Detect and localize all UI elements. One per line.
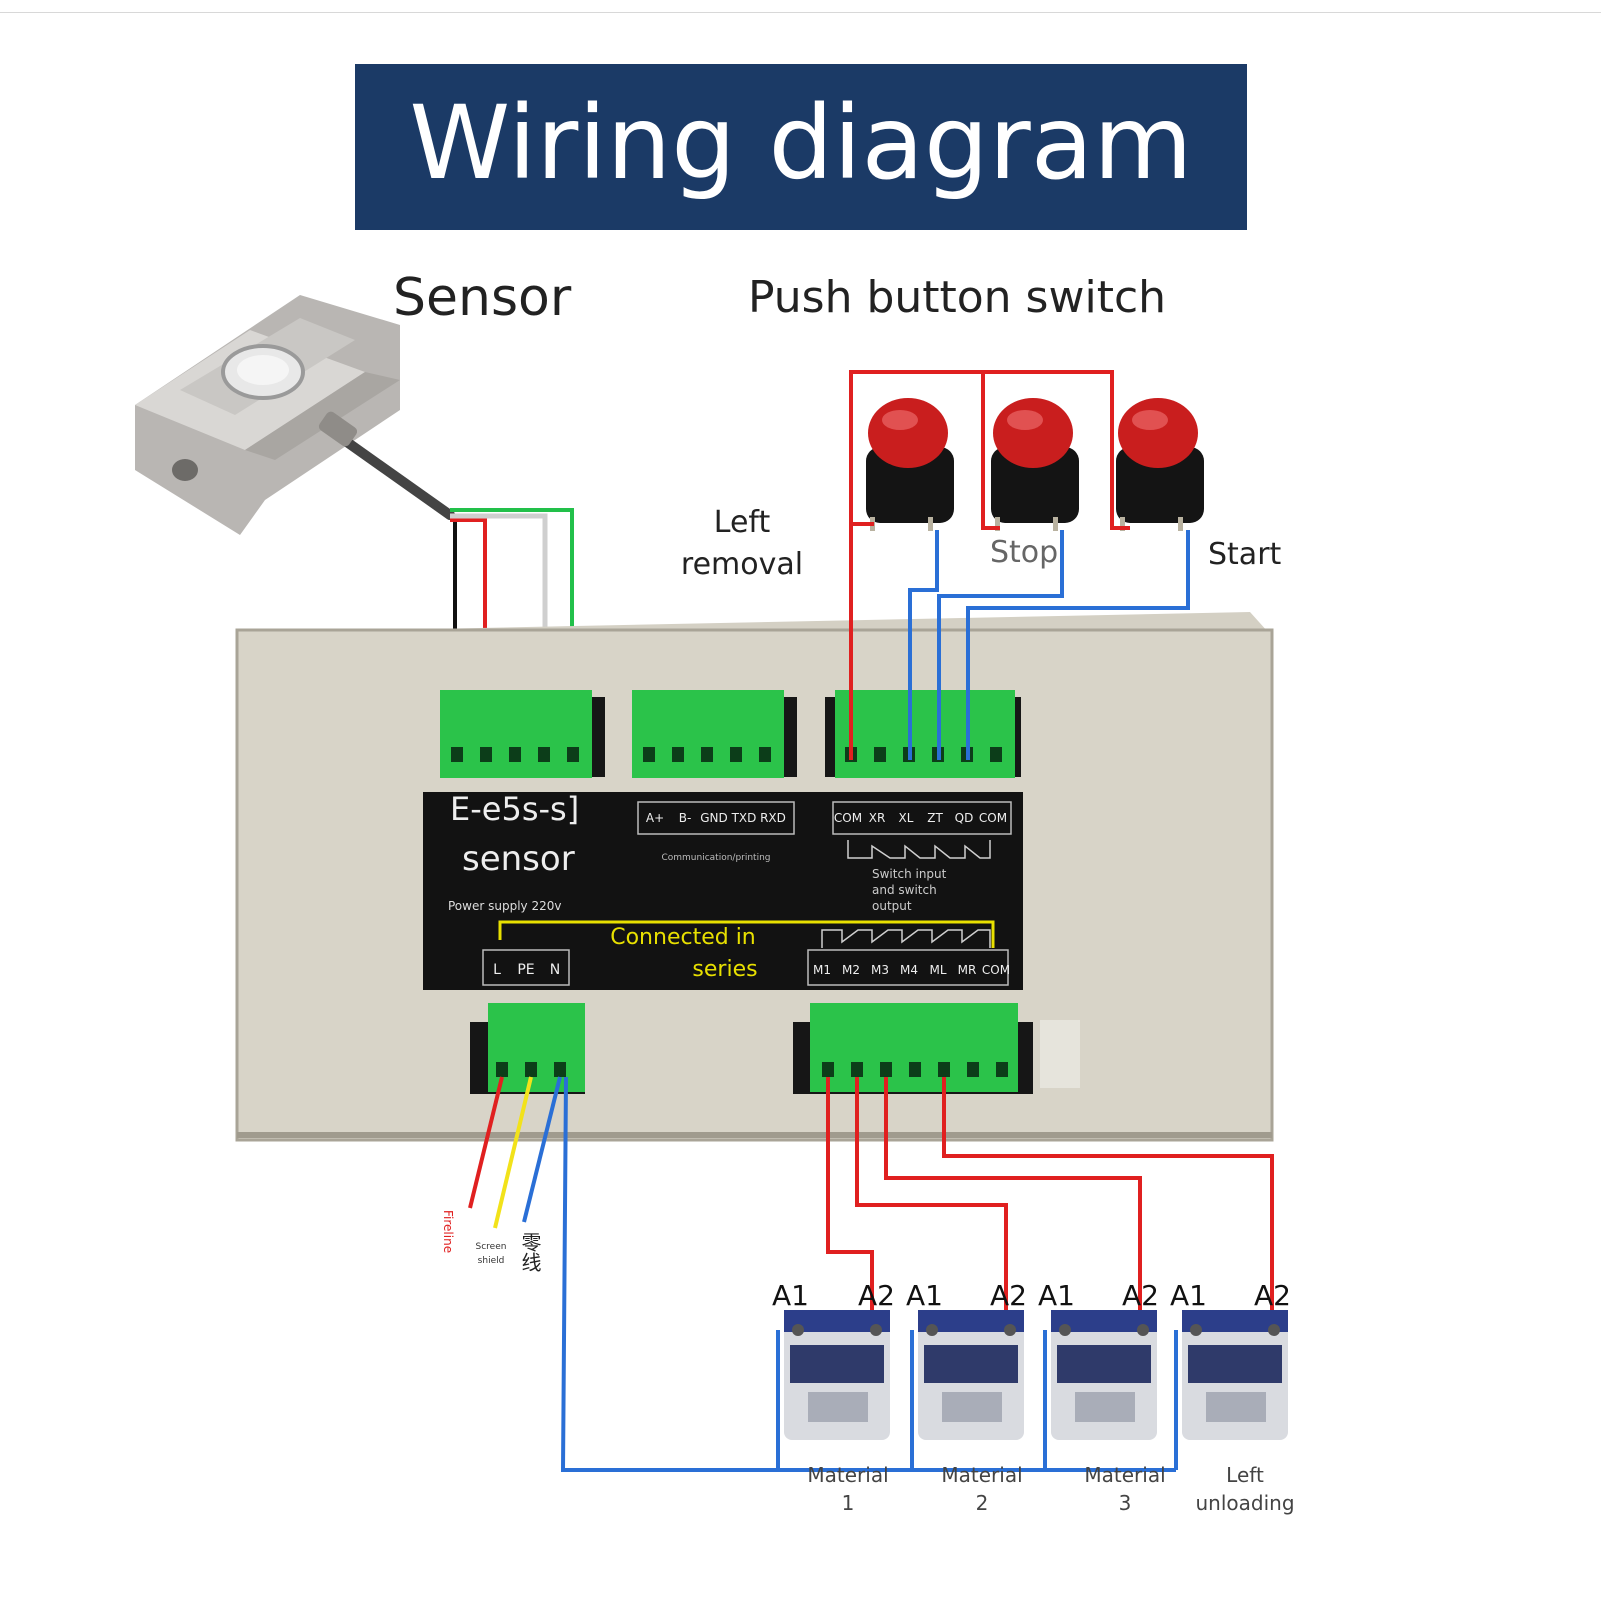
contactor-label: Left <box>1226 1463 1264 1487</box>
contactor-label: Material <box>1084 1463 1165 1487</box>
terminal-block-switch <box>825 690 1021 778</box>
model-sub-label: sensor <box>462 839 575 879</box>
contactor-1 <box>784 1310 890 1440</box>
terminal-block-sensor <box>440 690 605 778</box>
comm-terminal-label: A+ <box>646 811 664 825</box>
switch-terminal-label: XR <box>869 811 886 825</box>
contactor-label: 3 <box>1119 1491 1132 1515</box>
contactor-2 <box>918 1310 1024 1440</box>
left-removal-label-1: Left <box>714 505 771 540</box>
push-button-left-removal <box>866 398 954 531</box>
power-terminal-label: L <box>493 962 501 978</box>
contactor-3 <box>1051 1310 1157 1440</box>
contactor-a1-label: A1 <box>906 1279 943 1312</box>
fireline-label: Fireline <box>441 1210 455 1253</box>
contactor-a2-label: A2 <box>1122 1279 1159 1312</box>
start-label: Start <box>1208 537 1282 572</box>
contactor-4 <box>1182 1310 1288 1440</box>
contactor-a1-label: A1 <box>1038 1279 1075 1312</box>
contactor-a2-label: A2 <box>858 1279 895 1312</box>
load-cell-sensor <box>135 295 455 535</box>
output-terminal-label: MR <box>958 963 977 977</box>
output-terminal-label: ML <box>929 963 946 977</box>
screen-shield-label: shield <box>478 1256 505 1266</box>
contactor-a2-label: A2 <box>990 1279 1027 1312</box>
power-supply-wires <box>468 1076 1176 1472</box>
stop-label: Stop <box>990 535 1058 570</box>
series-note: series <box>692 957 757 982</box>
output-terminal-label: COM <box>982 963 1010 977</box>
top-divider <box>0 12 1601 13</box>
terminal-block-power <box>470 1003 585 1094</box>
switch-caption: Switch input <box>872 867 947 881</box>
output-terminal-label: M1 <box>813 963 831 977</box>
push-button-stop <box>991 398 1079 531</box>
switch-terminal-label: COM <box>834 811 862 825</box>
push-button-heading: Push button switch <box>748 272 1167 323</box>
neutral-wire-label: 零线 <box>518 1232 542 1272</box>
comm-caption: Communication/printing <box>661 853 770 863</box>
sensor-heading: Sensor <box>393 268 572 328</box>
terminal-block-communication <box>632 690 797 778</box>
contactor-a2-label: A2 <box>1254 1279 1291 1312</box>
output-terminal-label: M3 <box>871 963 889 977</box>
model-label: E-e5s-s] <box>450 790 579 828</box>
contactor-label: Material <box>941 1463 1022 1487</box>
switch-terminal-label: QD <box>955 811 974 825</box>
output-wires <box>776 1077 1274 1470</box>
output-terminal-label: M2 <box>842 963 860 977</box>
power-supply-label: Power supply 220v <box>448 899 561 913</box>
contactor-label: unloading <box>1195 1491 1294 1515</box>
power-terminal-label: PE <box>517 962 534 978</box>
switch-caption: output <box>872 899 912 913</box>
title-banner: Wiring diagram <box>355 64 1247 230</box>
output-terminal-label: M4 <box>900 963 918 977</box>
contactor-label: Material <box>807 1463 888 1487</box>
comm-terminal-label: TXD <box>731 811 757 825</box>
contactor-a1-label: A1 <box>1170 1279 1207 1312</box>
push-button-wires <box>849 370 1190 760</box>
label-panel <box>423 792 1023 990</box>
switch-terminal-label: COM <box>979 811 1007 825</box>
comm-terminal-label: B- <box>679 811 692 825</box>
contactor-label: 2 <box>976 1491 989 1515</box>
left-removal-label-2: removal <box>681 547 803 582</box>
switch-caption: and switch <box>872 883 937 897</box>
comm-terminal-label: RXD <box>760 811 786 825</box>
contactor-a1-label: A1 <box>772 1279 809 1312</box>
terminal-block-outputs <box>793 1003 1033 1094</box>
contactor-label: 1 <box>842 1491 855 1515</box>
push-button-start <box>1116 398 1204 531</box>
series-note: Connected in <box>610 925 756 950</box>
page-title: Wiring diagram <box>409 84 1193 203</box>
power-terminal-label: N <box>550 962 560 978</box>
switch-terminal-label: XL <box>899 811 914 825</box>
switch-terminal-label: ZT <box>927 811 943 825</box>
comm-terminal-label: GND <box>700 811 728 825</box>
screen-shield-label: Screen <box>476 1242 507 1252</box>
